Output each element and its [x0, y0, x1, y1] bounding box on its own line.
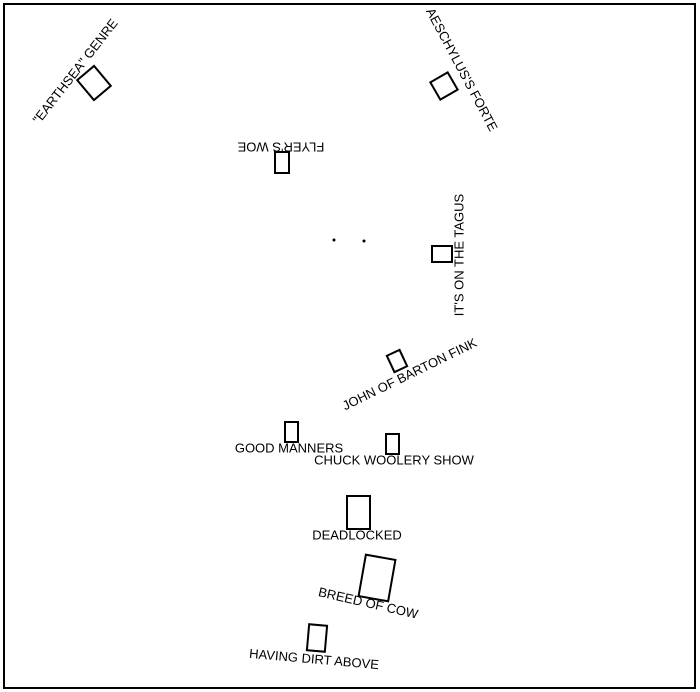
clue-label-breed: BREED OF COW — [317, 584, 420, 622]
clue-label-deadlocked: DEADLOCKED — [312, 527, 402, 542]
clue-tagus: IT'S ON THE TAGUS — [431, 193, 466, 316]
clue-label-flyers: FLYER'S WOE — [237, 140, 324, 155]
clue-label-woolery: CHUCK WOOLERY SHOW — [314, 452, 475, 467]
clue-earthsea: "EARTHSEA" GENRE — [30, 16, 121, 127]
marker-dot — [332, 238, 336, 242]
clue-label-barton: JOHN OF BARTON FINK — [340, 335, 480, 413]
answer-box-aeschylus[interactable] — [428, 70, 460, 102]
answer-box-earthsea[interactable] — [75, 64, 113, 102]
clue-aeschylus: AESCHYLUS'S FORTE — [423, 5, 501, 134]
clue-dirt: HAVING DIRT ABOVE — [249, 623, 380, 672]
clue-barton: JOHN OF BARTON FINK — [340, 335, 480, 413]
clue-label-dirt: HAVING DIRT ABOVE — [249, 646, 380, 672]
answer-box-dirt[interactable] — [305, 623, 329, 653]
clue-label-aeschylus: AESCHYLUS'S FORTE — [423, 5, 501, 134]
puzzle-frame — [3, 3, 696, 689]
clue-deadlocked: DEADLOCKED — [312, 495, 402, 542]
answer-box-breed[interactable] — [357, 553, 397, 603]
clue-breed: BREED OF COW — [317, 553, 420, 622]
answer-box-woolery[interactable] — [385, 433, 400, 455]
marker-dot — [362, 239, 366, 243]
answer-box-deadlocked[interactable] — [346, 495, 371, 530]
clue-label-tagus: IT'S ON THE TAGUS — [451, 193, 466, 316]
clue-flyers: FLYER'S WOE — [237, 140, 324, 174]
clue-label-earthsea: "EARTHSEA" GENRE — [30, 16, 121, 127]
clue-woolery: CHUCK WOOLERY SHOW — [314, 433, 475, 467]
answer-box-barton[interactable] — [385, 348, 409, 374]
answer-box-tagus[interactable] — [431, 245, 453, 263]
answer-box-flyers[interactable] — [274, 151, 290, 174]
answer-box-manners[interactable] — [284, 421, 299, 443]
clue-manners: GOOD MANNERS — [235, 421, 344, 455]
clue-label-manners: GOOD MANNERS — [235, 440, 344, 455]
